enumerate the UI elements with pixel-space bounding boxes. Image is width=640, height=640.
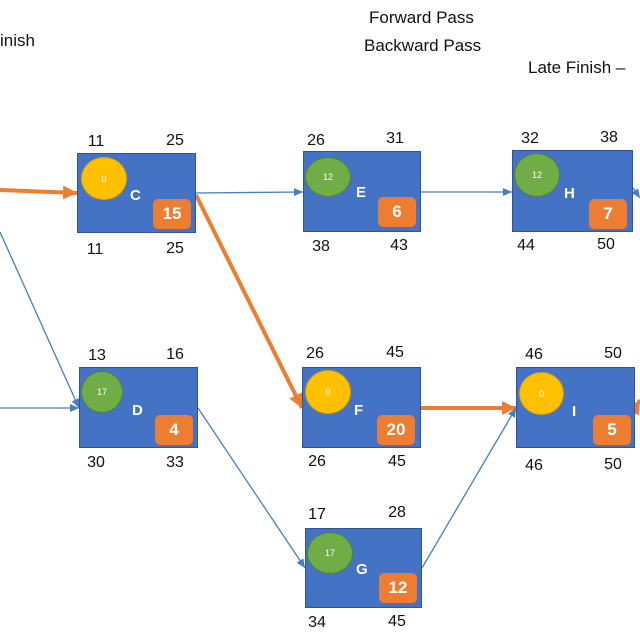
late-finish-label: Late Finish – — [528, 58, 626, 77]
edge-off-left-top-to-d — [0, 231, 80, 409]
node-h-slack-circle: 12 — [514, 153, 560, 197]
node-g-late-finish: 45 — [388, 613, 406, 630]
node-e-letter: E — [356, 184, 367, 201]
node-h-letter: H — [564, 185, 575, 202]
edge-i-to-off-right-mid — [626, 398, 640, 416]
node-e-early-finish: 31 — [386, 130, 404, 147]
node-i-letter: I — [572, 403, 577, 420]
node-d-late-start: 30 — [87, 454, 105, 471]
node-i-early-start: 46 — [525, 346, 543, 363]
node-i-late-start: 46 — [525, 457, 543, 474]
node-c-late-start: 11 — [86, 241, 104, 258]
node-h-duration-badge: 7 — [589, 199, 627, 229]
node-i-slack-circle: 0 — [519, 372, 564, 415]
activity-node-e[interactable]: 12 E 6 — [303, 151, 421, 232]
node-f-late-finish: 45 — [388, 453, 406, 470]
node-d-late-finish: 33 — [166, 454, 184, 471]
node-c-letter: C — [130, 187, 141, 204]
activity-node-i[interactable]: 0 I 5 — [516, 367, 635, 448]
edge-h-to-off-right-top — [631, 187, 640, 199]
node-f-duration-badge: 20 — [377, 415, 415, 445]
node-g-slack-circle: 17 — [307, 532, 353, 574]
node-g-late-start: 34 — [308, 614, 326, 631]
node-d-early-start: 13 — [88, 347, 106, 364]
backward-pass-label: Backward Pass — [364, 36, 482, 55]
node-f-letter: F — [354, 402, 364, 419]
node-h-late-start: 44 — [517, 237, 535, 254]
node-c-early-finish: 25 — [166, 132, 184, 149]
node-f-slack-circle: 0 — [305, 370, 351, 414]
activity-node-d[interactable]: 17 D 4 — [79, 367, 198, 448]
node-g-duration-badge: 12 — [379, 573, 417, 603]
node-d-early-finish: 16 — [166, 346, 184, 363]
node-g-early-start: 17 — [308, 506, 326, 523]
edges-layer — [0, 185, 640, 569]
node-i-early-finish: 50 — [604, 345, 622, 362]
node-f-early-finish: 45 — [386, 344, 404, 361]
finish-header-fragment: inish — [0, 31, 35, 50]
activity-node-f[interactable]: 0 F 20 — [302, 367, 421, 448]
edge-c-to-e — [195, 188, 304, 197]
edge-d-to-g — [197, 407, 306, 569]
node-f-early-start: 26 — [306, 345, 324, 362]
node-c-duration-badge: 15 — [153, 199, 191, 229]
node-e-slack-circle: 12 — [305, 157, 351, 197]
edge-c-to-f — [194, 194, 304, 409]
node-c-early-start: 11 — [87, 133, 105, 150]
node-e-late-finish: 43 — [390, 237, 408, 254]
node-h-early-start: 32 — [521, 130, 539, 147]
node-i-late-finish: 50 — [604, 456, 622, 473]
activity-node-h[interactable]: 12 H 7 — [512, 150, 633, 232]
node-c-late-finish: 25 — [166, 240, 184, 257]
node-f-late-start: 26 — [308, 453, 326, 470]
node-d-letter: D — [132, 402, 143, 419]
node-e-early-start: 26 — [307, 132, 325, 149]
node-g-early-finish: 28 — [388, 504, 406, 521]
node-g-letter: G — [356, 561, 368, 578]
forward-pass-label: Forward Pass — [369, 8, 474, 27]
activity-node-g[interactable]: 17 G 12 — [305, 528, 422, 608]
node-h-early-finish: 38 — [600, 129, 618, 146]
node-e-duration-badge: 6 — [378, 197, 416, 227]
node-d-slack-circle: 17 — [81, 371, 123, 413]
node-d-duration-badge: 4 — [155, 415, 193, 445]
edge-off-left-top-to-c — [0, 185, 78, 200]
node-h-late-finish: 50 — [597, 236, 615, 253]
activity-node-c[interactable]: 0 C 15 — [77, 153, 196, 233]
node-e-late-start: 38 — [312, 238, 330, 255]
edge-g-to-i — [421, 407, 517, 569]
node-c-slack-circle: 0 — [81, 157, 127, 200]
node-i-duration-badge: 5 — [593, 415, 631, 445]
